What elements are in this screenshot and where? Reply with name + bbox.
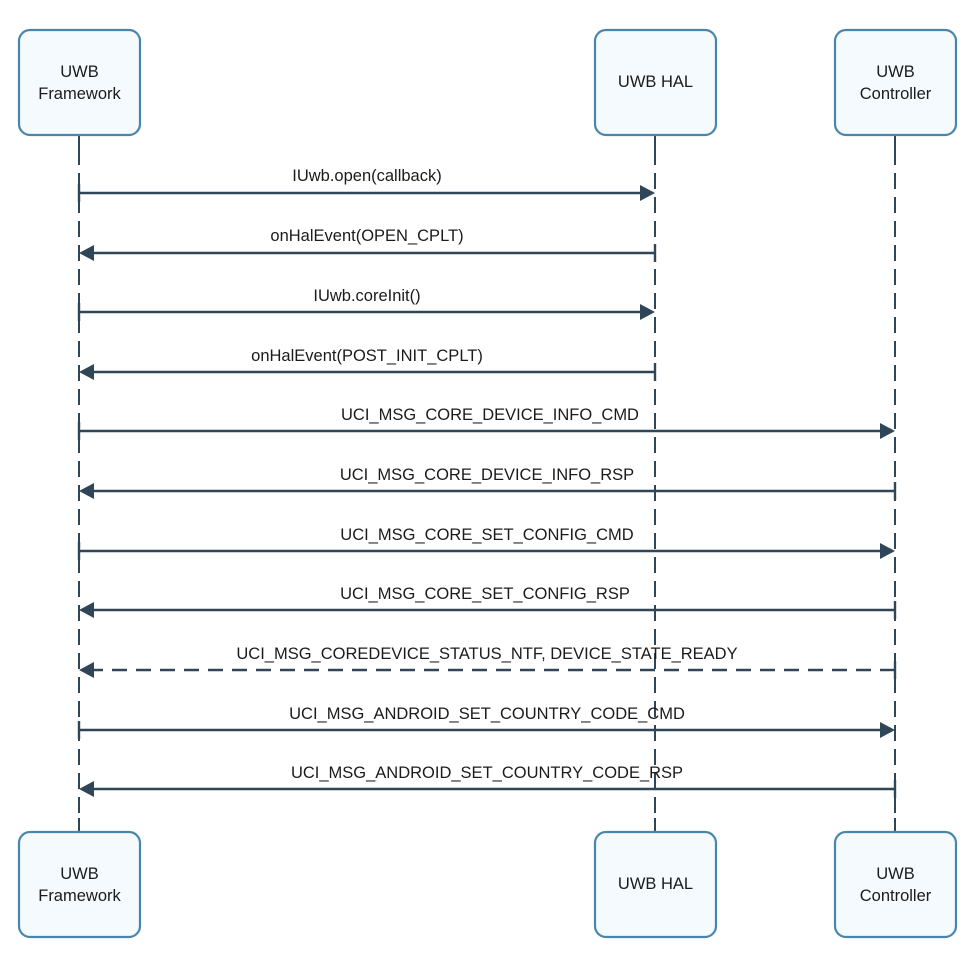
message-1[interactable]: onHalEvent(OPEN_CPLT) bbox=[79, 227, 657, 262]
participant-label-framework: UWB bbox=[60, 63, 99, 81]
message-label-6: UCI_MSG_CORE_SET_CONFIG_CMD bbox=[340, 526, 633, 544]
message-label-8: UCI_MSG_COREDEVICE_STATUS_NTF, DEVICE_ST… bbox=[236, 645, 737, 663]
message-arrowhead-2 bbox=[640, 304, 655, 320]
message-10[interactable]: UCI_MSG_ANDROID_SET_COUNTRY_CODE_RSP bbox=[79, 764, 897, 798]
participant-box-hal[interactable] bbox=[593, 28, 718, 137]
message-label-5: UCI_MSG_CORE_DEVICE_INFO_RSP bbox=[340, 466, 634, 484]
participant-box-controller[interactable] bbox=[833, 28, 958, 137]
message-label-4: UCI_MSG_CORE_DEVICE_INFO_CMD bbox=[341, 406, 639, 424]
message-arrowhead-5 bbox=[79, 483, 94, 499]
message-label-2: IUwb.coreInit() bbox=[313, 287, 420, 305]
participant-label-framework-line2: Framework bbox=[38, 887, 121, 905]
participant-controller-top[interactable]: UWB Controller bbox=[833, 28, 958, 137]
message-arrowhead-7 bbox=[79, 602, 94, 618]
participant-hal-bottom[interactable]: UWB HAL bbox=[593, 830, 718, 939]
participant-label-hal: UWB HAL bbox=[618, 875, 693, 893]
message-arrowhead-3 bbox=[79, 364, 94, 380]
message-arrowhead-8 bbox=[79, 662, 94, 678]
message-2[interactable]: IUwb.coreInit() bbox=[77, 287, 655, 321]
participant-label-controller-line2: Controller bbox=[860, 85, 932, 103]
message-arrowhead-6 bbox=[880, 543, 895, 559]
message-arrowhead-10 bbox=[79, 781, 94, 797]
message-5[interactable]: UCI_MSG_CORE_DEVICE_INFO_RSP bbox=[79, 466, 897, 500]
message-arrowhead-1 bbox=[79, 245, 94, 261]
message-label-10: UCI_MSG_ANDROID_SET_COUNTRY_CODE_RSP bbox=[291, 764, 683, 782]
message-0[interactable]: IUwb.open(callback) bbox=[77, 167, 655, 202]
participant-box-framework[interactable] bbox=[17, 28, 142, 137]
messages-layer: IUwb.open(callback) onHalEvent(OPEN_CPLT)… bbox=[77, 167, 897, 798]
participant-box-controller[interactable] bbox=[833, 830, 958, 939]
message-arrowhead-0 bbox=[640, 185, 655, 201]
message-label-9: UCI_MSG_ANDROID_SET_COUNTRY_CODE_CMD bbox=[289, 705, 685, 723]
participant-label-framework-line2: Framework bbox=[38, 85, 121, 103]
message-9[interactable]: UCI_MSG_ANDROID_SET_COUNTRY_CODE_CMD bbox=[77, 705, 895, 739]
participant-box-framework[interactable] bbox=[17, 830, 142, 939]
message-3[interactable]: onHalEvent(POST_INIT_CPLT) bbox=[79, 347, 657, 381]
message-label-0: IUwb.open(callback) bbox=[292, 167, 441, 185]
message-label-7: UCI_MSG_CORE_SET_CONFIG_RSP bbox=[340, 585, 630, 603]
participant-label-controller-line2: Controller bbox=[860, 887, 932, 905]
message-6[interactable]: UCI_MSG_CORE_SET_CONFIG_CMD bbox=[77, 526, 895, 560]
participant-label-hal: UWB HAL bbox=[618, 73, 693, 91]
message-7[interactable]: UCI_MSG_CORE_SET_CONFIG_RSP bbox=[79, 585, 897, 619]
participant-framework-bottom[interactable]: UWB Framework bbox=[17, 830, 142, 939]
message-arrowhead-9 bbox=[880, 722, 895, 738]
message-label-3: onHalEvent(POST_INIT_CPLT) bbox=[251, 347, 483, 365]
participant-label-framework: UWB bbox=[60, 865, 99, 883]
message-arrowhead-4 bbox=[880, 423, 895, 439]
participant-label-controller: UWB bbox=[876, 865, 915, 883]
participant-label-controller: UWB bbox=[876, 63, 915, 81]
participant-hal-top[interactable]: UWB HAL bbox=[593, 28, 718, 137]
participant-framework-top[interactable]: UWB Framework bbox=[17, 28, 142, 137]
message-label-1: onHalEvent(OPEN_CPLT) bbox=[270, 227, 463, 245]
message-4[interactable]: UCI_MSG_CORE_DEVICE_INFO_CMD bbox=[77, 406, 895, 440]
participant-controller-bottom[interactable]: UWB Controller bbox=[833, 830, 958, 939]
message-8[interactable]: UCI_MSG_COREDEVICE_STATUS_NTF, DEVICE_ST… bbox=[79, 645, 897, 679]
participant-box-hal[interactable] bbox=[593, 830, 718, 939]
